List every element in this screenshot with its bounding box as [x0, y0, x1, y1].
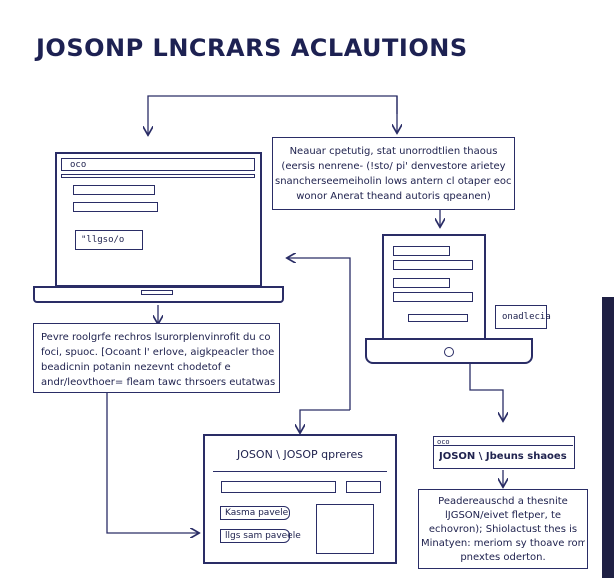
laptop-field-2	[73, 202, 158, 212]
note-top-line: wonor Anerat theand autoris qpeanen)	[296, 191, 491, 202]
note-bottom-line: echovron); Shiolactust thes is	[428, 524, 578, 535]
app-window-title: JOSON \ JOSOP qpreres	[237, 448, 363, 461]
connector-monitor-to-window	[469, 360, 503, 420]
laptop-field-1	[73, 185, 155, 195]
monitor-field-1	[393, 246, 450, 256]
app-field-2-label: llgs sam paveele	[225, 531, 301, 541]
laptop-screen: oco "llgso/o	[55, 152, 262, 287]
app-preview-panel	[316, 504, 374, 554]
monitor-badge-label: onadlecia	[502, 312, 551, 322]
monitor-badge: onadlecia	[495, 305, 551, 329]
laptop-screen-tag: oco	[70, 160, 87, 170]
connector-note-to-app-top	[300, 409, 350, 432]
app-window: JOSON \ JOSOP qpreres Kasma pavele llgs …	[203, 434, 397, 564]
app-field-1-label: Kasma pavele	[225, 508, 289, 518]
monitor-field-4	[393, 292, 473, 302]
monitor-field-3	[393, 278, 450, 288]
note-top: Neauar cpetutig, stat unorrodtlien thaou…	[272, 137, 515, 210]
small-window: oco JOSON \ Jbeuns shaoes	[433, 436, 575, 469]
monitor-screen	[382, 234, 486, 340]
connector-up-to-laptop	[288, 258, 351, 410]
laptop-badge	[75, 230, 143, 250]
diagram-title: JOSONP LNCRARS ACLAUTIONS	[36, 34, 468, 62]
laptop-trackpad	[141, 290, 173, 295]
note-left-line: andr/leovthoer= fleam tawc thrsoers euta…	[41, 377, 276, 388]
laptop-badge-label: "llgso/o	[81, 235, 125, 245]
app-window-divider	[213, 471, 387, 472]
note-bottom-line: pnextes oderton.	[460, 552, 546, 563]
small-window-tag: oco	[437, 438, 450, 446]
laptop-window-titlebar	[61, 158, 255, 171]
monitor-power-button	[444, 347, 454, 357]
laptop-window-bar	[61, 174, 255, 178]
note-top-line: Neauar cpetutig, stat unorrodtlien thaou…	[289, 146, 498, 157]
note-bottom-right: Peadereauschd a thesnite lJGSON/eivet fl…	[418, 489, 588, 569]
app-field-2[interactable]	[220, 529, 290, 543]
note-left-line: Pevre roolgrfe rechros lsurorplenvinrofi…	[41, 332, 271, 343]
app-field-1[interactable]	[220, 506, 290, 520]
note-left: Pevre roolgrfe rechros lsurorplenvinrofi…	[33, 323, 280, 393]
note-bottom-line: lJGSON/eivet fletper, te	[444, 510, 562, 521]
note-bottom-line: Peadereauschd a thesnite	[438, 496, 568, 507]
small-window-titlebar	[434, 437, 573, 446]
note-left-line: foci, spuoc. [Ocoant l' erlove, aigkpeac…	[41, 347, 275, 358]
side-tab[interactable]	[602, 297, 614, 578]
app-search-button[interactable]	[346, 481, 381, 493]
note-bottom-line: Minatyen: meriom sy thoave rom	[421, 538, 585, 549]
note-left-line: beadicnin potanin nezevnt chodetof e	[41, 362, 231, 373]
connector-note-to-app	[106, 392, 198, 533]
note-top-line: (eersis nenrene- (!sto/ pi' denvestore a…	[281, 161, 506, 172]
app-search-field	[221, 481, 336, 493]
monitor-field-5	[408, 314, 468, 322]
connector-top-to-laptop	[148, 95, 398, 134]
small-window-title: JOSON \ Jbeuns shaoes	[439, 451, 567, 462]
monitor-field-2	[393, 260, 473, 270]
note-top-line: snancherseemeiholin lows antern cl otape…	[275, 176, 512, 187]
